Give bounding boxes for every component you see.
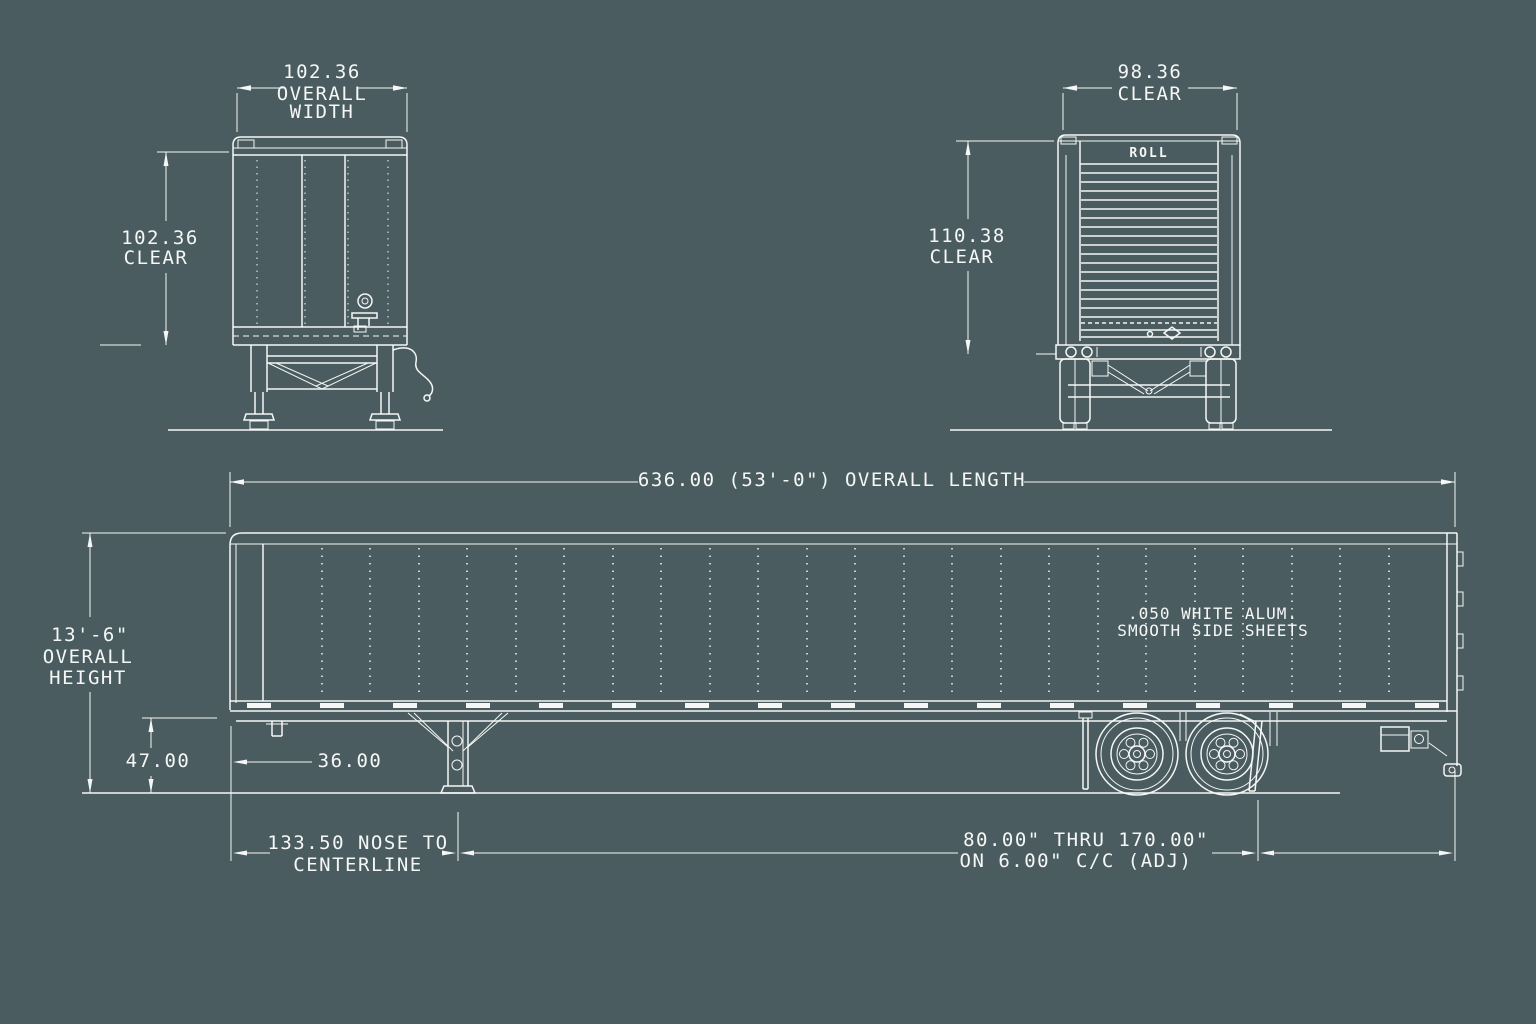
side-sheet-note-line2: SMOOTH SIDE SHEETS [1117, 621, 1309, 640]
side-landing-gear [407, 712, 509, 794]
tail-light-icon [1081, 346, 1093, 358]
rear-clear-height-value: 110.38 [928, 225, 1006, 247]
side-dimensions [82, 472, 1456, 861]
rub-rail-ticks [247, 703, 1439, 708]
nose-to-centerline-line1: 133.50 NOSE TO [267, 832, 449, 854]
rear-underride-guard [1380, 726, 1462, 777]
roll-door-label: ROLL [1129, 146, 1169, 161]
front-view [100, 85, 443, 431]
tail-light-icon [1204, 346, 1216, 358]
front-clear-width-value: 102.36 [121, 227, 199, 249]
crank-handle [392, 347, 434, 397]
front-clear-width-label: CLEAR [123, 247, 189, 269]
overall-height-line1: 13'-6" [51, 624, 129, 646]
rear-clear-height-label: CLEAR [929, 246, 995, 268]
rear-dimensions [956, 85, 1238, 355]
tandem-wheels [1095, 712, 1269, 796]
glad-hand-detail [351, 293, 378, 333]
roll-door [1081, 172, 1217, 340]
rear-clear-width-value: 98.36 [1117, 61, 1183, 83]
tail-light-icon [1065, 346, 1077, 358]
tandem-slider-line2: ON 6.00" C/C (ADJ) [959, 850, 1193, 872]
rear-bumper [1055, 344, 1241, 360]
rear-view [950, 85, 1332, 431]
nose-to-centerline-line2: CENTERLINE [293, 854, 423, 876]
kingpin-dim: 36.00 [317, 750, 383, 772]
side-rivet-lines [321, 548, 1390, 698]
front-overall-width-label2: WIDTH [289, 101, 355, 123]
side-sheet-note-line1: .050 WHITE ALUM. [1127, 604, 1299, 623]
floor-height-dim: 47.00 [125, 750, 191, 772]
door-latch-icon [1162, 326, 1182, 340]
rear-suspension [1059, 358, 1237, 430]
tandem-slider-line1: 80.00" THRU 170.00" [963, 829, 1209, 851]
overall-height-line2: OVERALL [42, 646, 134, 668]
tail-light-icon [1220, 346, 1232, 358]
front-landing-gear [242, 345, 434, 430]
overall-height-line3: HEIGHT [49, 667, 127, 689]
front-overall-width-value: 102.36 [283, 61, 361, 83]
slider-and-mud-flaps [1078, 711, 1278, 792]
side-view [82, 472, 1464, 861]
front-dimensions [100, 85, 408, 346]
overall-length-dim: 636.00 (53'-0") OVERALL LENGTH [637, 469, 1027, 491]
front-overall-width-label1: OVERALL [276, 83, 368, 105]
rear-clear-width-label: CLEAR [1117, 83, 1183, 105]
king-pin [266, 721, 288, 737]
